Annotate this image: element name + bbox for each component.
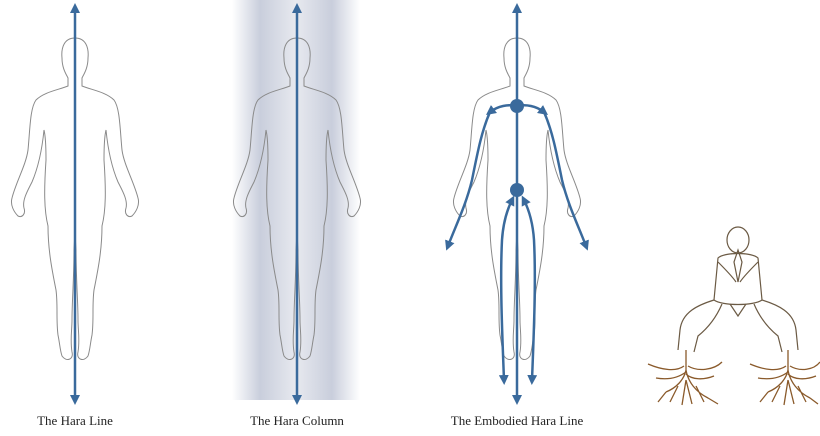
left-arm-arrow [448, 112, 490, 246]
rooted-figure-panel [638, 0, 820, 436]
roots [648, 350, 820, 405]
hara-column-diagram [222, 0, 372, 410]
hara-line-diagram [0, 0, 160, 410]
hara-line-caption: The Hara Line [37, 413, 113, 429]
left-leg-arrow [501, 200, 512, 380]
embodied-hara-line-diagram [430, 0, 610, 410]
rooted-meditator-icon [638, 0, 820, 420]
embodied-hara-line-panel: The Embodied Hara Line [430, 0, 610, 436]
hara-node [510, 183, 524, 197]
right-leg-arrow [524, 200, 535, 380]
right-arm-arrow [544, 112, 586, 246]
embodied-hara-line-caption: The Embodied Hara Line [451, 413, 583, 429]
hara-column-caption: The Hara Column [250, 413, 344, 429]
hara-column-panel: The Hara Column [222, 0, 372, 436]
hara-line-panel: The Hara Line [0, 0, 160, 436]
